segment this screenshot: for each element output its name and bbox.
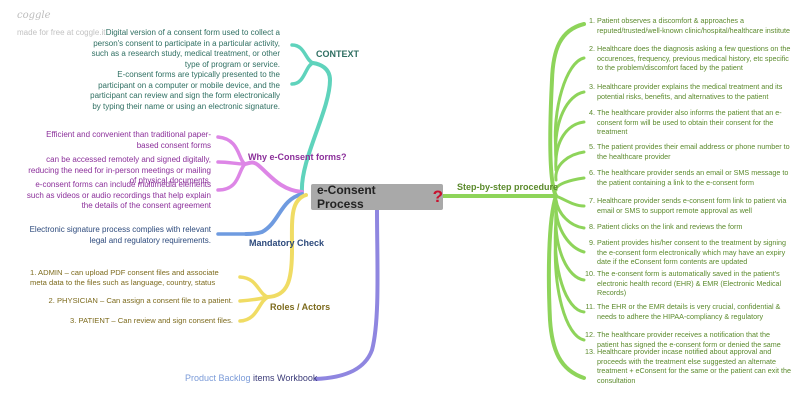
mandatory-item-1[interactable]: Electronic signature process complies wi… xyxy=(29,225,211,245)
step-item-6[interactable]: 6.The healthcare provider sends an email… xyxy=(587,168,792,187)
roles-branch-wires xyxy=(238,193,308,323)
central-node-label: e-Consent Process xyxy=(317,183,376,211)
step-text: The patient provides their email address… xyxy=(597,142,790,161)
step-text: Patient observes a discomfort & approach… xyxy=(597,16,790,35)
mandatory-node-label[interactable]: Mandatory Check xyxy=(249,238,325,248)
context-item-2[interactable]: E-consent forms are typically presented … xyxy=(90,70,280,111)
step-text: The healthcare provider sends an email o… xyxy=(597,168,789,187)
why-item-3[interactable]: e-consent forms can include multimedia e… xyxy=(26,180,211,210)
role-item-3-text: PATIENT – Can review and sign consent fi… xyxy=(78,316,233,325)
step-number: 5. xyxy=(589,142,595,151)
why-wire-3 xyxy=(216,162,247,192)
step-text: Healthcare provider explains the medical… xyxy=(597,82,783,101)
step-text: The healthcare provider also informs the… xyxy=(597,108,782,137)
why-trunk xyxy=(243,160,304,194)
step-text: Healthcare does the diagnosis asking a f… xyxy=(597,44,791,73)
step-number: 6. xyxy=(589,168,595,177)
context-wire-2 xyxy=(290,61,315,86)
roles-wire-3 xyxy=(238,295,270,323)
step-number: 7. xyxy=(589,196,595,205)
question-mark-icon: ? xyxy=(432,187,443,206)
central-node[interactable]: e-Consent Process ? xyxy=(311,183,443,211)
step-text: The healthcare provider receives a notif… xyxy=(597,330,781,349)
backlog-node-label: items Workbook xyxy=(250,373,318,383)
role-item-2[interactable]: 2. PHYSICIAN – Can assign a consent file… xyxy=(40,296,234,306)
product-backlog-link[interactable]: Product Backlog xyxy=(185,373,251,383)
step-number: 12. xyxy=(585,330,595,339)
step-number: 3. xyxy=(589,82,595,91)
steps-spine-up xyxy=(548,22,586,198)
why-branch-wires xyxy=(216,135,304,194)
context-wire-1 xyxy=(290,43,315,65)
step-number: 13. xyxy=(585,347,595,356)
step-item-10[interactable]: 10.The e-consent form is automatically s… xyxy=(585,269,792,298)
why-item-1[interactable]: Efficient and convenient than traditiona… xyxy=(46,130,211,150)
roles-node-label[interactable]: Roles / Actors xyxy=(270,302,331,312)
mandatory-branch-wires xyxy=(216,192,304,236)
step-item-12[interactable]: 12.The healthcare provider receives a no… xyxy=(585,330,792,349)
step-item-9[interactable]: 9.Patient provides his/her consent to th… xyxy=(587,238,792,267)
step-item-1[interactable]: 1.Patient observes a discomfort & approa… xyxy=(587,16,792,35)
backlog-branch-wires xyxy=(314,208,380,381)
why-node-label[interactable]: Why e-Consent forms? xyxy=(248,152,347,162)
role-item-1-text: ADMIN – can upload PDF consent files and… xyxy=(30,268,219,287)
step-item-8[interactable]: 8.Patient clicks on the link and reviews… xyxy=(587,222,792,232)
step-item-13[interactable]: 13.Healthcare provider incase notified a… xyxy=(585,347,792,385)
role-item-3-number: 3. xyxy=(70,316,77,325)
step-item-7[interactable]: 7.Healthcare provider sends e-consent fo… xyxy=(587,196,792,215)
why-item-2[interactable]: can be accessed remotely and signed digi… xyxy=(28,155,211,185)
context-branch-wires xyxy=(290,43,333,194)
step-number: 1. xyxy=(589,16,595,25)
roles-wire-1 xyxy=(238,275,270,299)
step-text: Healthcare provider incase notified abou… xyxy=(597,347,791,385)
made-for-free-link[interactable]: made for free at coggle.it xyxy=(17,28,106,37)
why-wire-1 xyxy=(216,135,247,166)
step-item-3[interactable]: 3.Healthcare provider explains the medic… xyxy=(587,82,792,101)
role-item-1[interactable]: 1. ADMIN – can upload PDF consent files … xyxy=(30,268,232,288)
step-number: 9. xyxy=(589,238,595,247)
step-number: 2. xyxy=(589,44,595,53)
mandatory-trunk xyxy=(244,192,304,236)
step-text: The EHR or the EMR details is very cruci… xyxy=(597,302,781,321)
role-item-2-number: 2. xyxy=(48,296,55,305)
step-text: Healthcare provider sends e-consent form… xyxy=(597,196,787,215)
context-item-1[interactable]: Digital version of a consent form used t… xyxy=(91,28,280,69)
steps-spine-down xyxy=(546,194,586,380)
step-number: 10. xyxy=(585,269,595,278)
step-number: 4. xyxy=(589,108,595,117)
role-item-3[interactable]: 3. PATIENT – Can review and sign consent… xyxy=(40,316,233,326)
role-item-2-text: PHYSICIAN – Can assign a consent file to… xyxy=(56,296,233,305)
role-item-1-number: 1. xyxy=(30,268,37,277)
context-trunk xyxy=(299,61,333,194)
step-number: 11. xyxy=(585,302,595,311)
step-item-5[interactable]: 5.The patient provides their email addre… xyxy=(587,142,792,161)
steps-branch-wires xyxy=(441,22,586,380)
step-number: 8. xyxy=(589,222,595,231)
why-wire-2 xyxy=(216,160,247,166)
backlog-node[interactable]: Product Backlog items Workbook xyxy=(185,373,317,383)
step-item-2[interactable]: 2.Healthcare does the diagnosis asking a… xyxy=(587,44,792,73)
step-item-11[interactable]: 11.The EHR or the EMR details is very cr… xyxy=(586,302,792,321)
roles-trunk xyxy=(266,193,308,299)
step-text: Patient provides his/her consent to the … xyxy=(597,238,786,267)
backlog-trunk xyxy=(314,208,380,381)
steps-node-label[interactable]: Step-by-step procedure xyxy=(457,182,559,192)
step-text: The e-consent form is automatically save… xyxy=(597,269,782,298)
coggle-logo[interactable]: coggle xyxy=(17,10,51,21)
step-item-4[interactable]: 4.The healthcare provider also informs t… xyxy=(587,108,792,137)
step-text: Patient clicks on the link and reviews t… xyxy=(597,222,743,231)
context-node-label[interactable]: CONTEXT xyxy=(316,49,360,59)
